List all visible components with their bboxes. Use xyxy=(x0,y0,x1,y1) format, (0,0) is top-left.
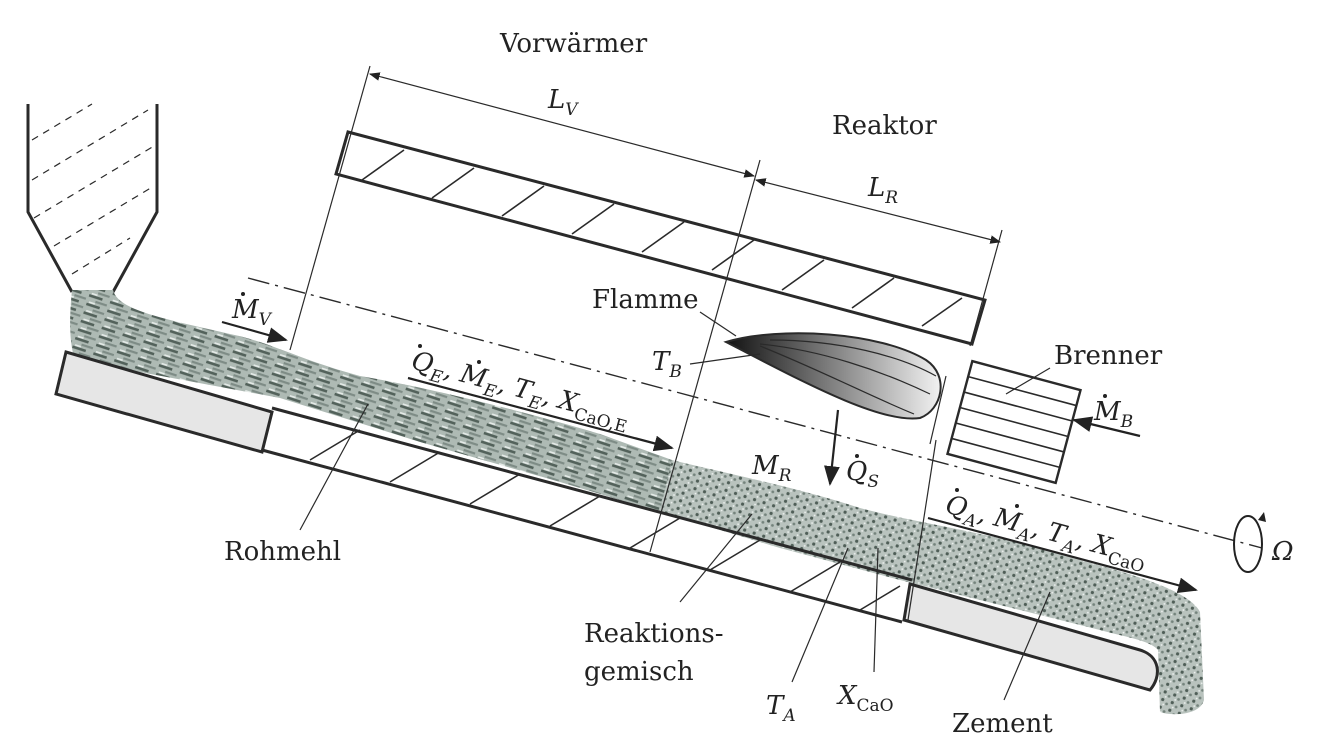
rotation-icon xyxy=(1233,512,1266,573)
reaktor-label: Reaktor xyxy=(832,111,937,141)
zement-label: Zement xyxy=(952,709,1053,739)
outlet-stream-arrow xyxy=(927,516,1198,594)
burner xyxy=(946,359,1082,485)
outlet-temperature-symbol: TA xyxy=(766,691,796,726)
heat-flow-arrow xyxy=(824,409,840,486)
outlet-stream-label: QA, MA, TA, XCaO xyxy=(941,490,1150,577)
heat-flow-symbol: QS xyxy=(846,457,879,492)
conversion-symbol: XCaO xyxy=(836,681,894,716)
flame xyxy=(723,332,942,420)
inlet-support xyxy=(54,350,274,454)
rohmehl-label: Rohmehl xyxy=(224,537,341,567)
reaktionsgemisch-label-line1: Reaktions- xyxy=(584,619,724,649)
mass-flow-in-symbol: MV xyxy=(231,295,273,330)
burner-mass-flow-symbol: MB xyxy=(1093,397,1133,432)
reaction-mixture-bed xyxy=(660,460,1204,715)
inlet-stream-arrow xyxy=(407,376,674,452)
flamme-label: Flamme xyxy=(592,285,699,315)
length-preheater-symbol: LV xyxy=(547,85,579,120)
mass-flow-in-arrow xyxy=(221,320,288,343)
leader-lines xyxy=(299,311,1051,701)
kiln-axis xyxy=(247,277,1263,549)
dimension-lines xyxy=(289,65,1003,621)
lower-kiln-wall xyxy=(261,406,913,624)
brenner-label: Brenner xyxy=(1054,341,1163,371)
burner-mass-flow-arrow xyxy=(1072,416,1141,438)
flame-temperature-symbol: TB xyxy=(652,347,682,382)
derivative-dots xyxy=(241,292,1107,508)
length-reactor-symbol: LR xyxy=(867,173,898,208)
feed-hopper xyxy=(26,103,159,293)
rotation-symbol: Ω xyxy=(1271,537,1294,567)
raw-meal-bed xyxy=(70,290,672,512)
reactor-mass-symbol: MR xyxy=(751,451,792,486)
vorwaermer-label: Vorwärmer xyxy=(499,29,648,59)
reaktionsgemisch-label-line2: gemisch xyxy=(584,657,694,687)
